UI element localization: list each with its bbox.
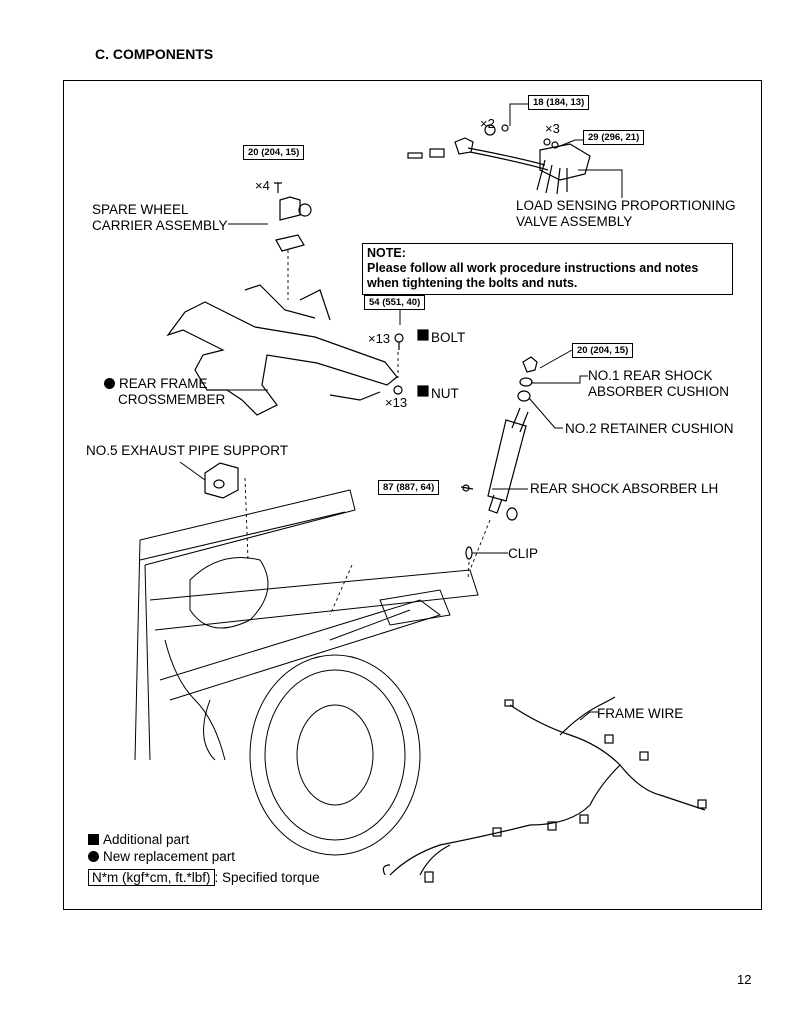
torque-lsp-nut: 29 (296, 21) — [583, 130, 645, 145]
crossmember-fasteners — [393, 310, 429, 397]
components-diagram-frame — [63, 80, 762, 910]
note-title: NOTE: — [367, 246, 406, 260]
lsp-valve-drawing — [407, 103, 623, 198]
label-rear-frame-crossmember: REAR FRAME CROSSMEMBER — [104, 376, 248, 408]
label-frame-wire: FRAME WIRE — [597, 706, 684, 721]
note-text: Please follow all work procedure instruc… — [367, 261, 699, 290]
spare-wheel-carrier-drawing — [228, 182, 312, 300]
label-lsp-valve: LOAD SENSING PROPORTIONING VALVE ASSEMBL… — [516, 198, 736, 229]
label-bolt: BOLT — [431, 330, 466, 345]
qty-x13-nut: ×13 — [385, 395, 408, 410]
legend-torque: N*m (kgf*cm, ft.*lbf): Specified torque — [88, 869, 320, 886]
new-part-marker — [88, 851, 99, 862]
torque-shock-upper: 20 (204, 15) — [572, 343, 634, 358]
vehicle-frame-drawing — [134, 489, 491, 856]
qty-x13-bolt: ×13 — [368, 331, 391, 346]
legend-additional-part: Additional part — [88, 832, 189, 847]
legend-torque-unit: N*m (kgf*cm, ft.*lbf) — [88, 869, 215, 886]
page-number: 12 — [737, 972, 752, 987]
exhaust-support-drawing — [179, 461, 249, 561]
legend-torque-desc: : Specified torque — [214, 870, 320, 885]
torque-crossmember: 54 (551, 40) — [364, 295, 426, 310]
legend-new-replacement-part: New replacement part — [88, 849, 235, 864]
qty-x3: ×3 — [545, 121, 560, 136]
label-no2-retainer: NO.2 RETAINER CUSHION — [565, 421, 734, 436]
label-clip: CLIP — [508, 546, 539, 561]
qty-x4: ×4 — [255, 178, 270, 193]
additional-part-marker — [88, 834, 99, 845]
label-spare-wheel-carrier: SPARE WHEEL CARRIER ASSEMBLY — [92, 202, 228, 233]
rear-shock-absorber-drawing — [460, 349, 588, 560]
note-box: NOTE: Please follow all work procedure i… — [362, 243, 733, 295]
label-no1-cushion: NO.1 REAR SHOCK ABSORBER CUSHION — [588, 368, 730, 399]
label-exhaust-support: NO.5 EXHAUST PIPE SUPPORT — [86, 443, 289, 458]
frame-wire-drawing — [382, 696, 707, 883]
torque-lsp-bolt: 18 (184, 13) — [528, 95, 590, 110]
new-part-marker — [104, 378, 115, 389]
label-rear-frame-crossmember-text: REAR FRAME CROSSMEMBER — [118, 376, 226, 407]
section-heading: C. COMPONENTS — [95, 46, 214, 62]
torque-spare-wheel: 20 (204, 15) — [243, 145, 305, 160]
qty-x2: ×2 — [480, 116, 495, 131]
legend-new-replacement-part-text: New replacement part — [103, 849, 236, 864]
legend-additional-part-text: Additional part — [103, 832, 190, 847]
label-rear-shock-absorber: REAR SHOCK ABSORBER LH — [530, 481, 719, 496]
rear-frame-crossmember-drawing — [166, 284, 398, 416]
label-nut: NUT — [431, 386, 459, 401]
torque-shock-lower: 87 (887, 64) — [378, 480, 440, 495]
